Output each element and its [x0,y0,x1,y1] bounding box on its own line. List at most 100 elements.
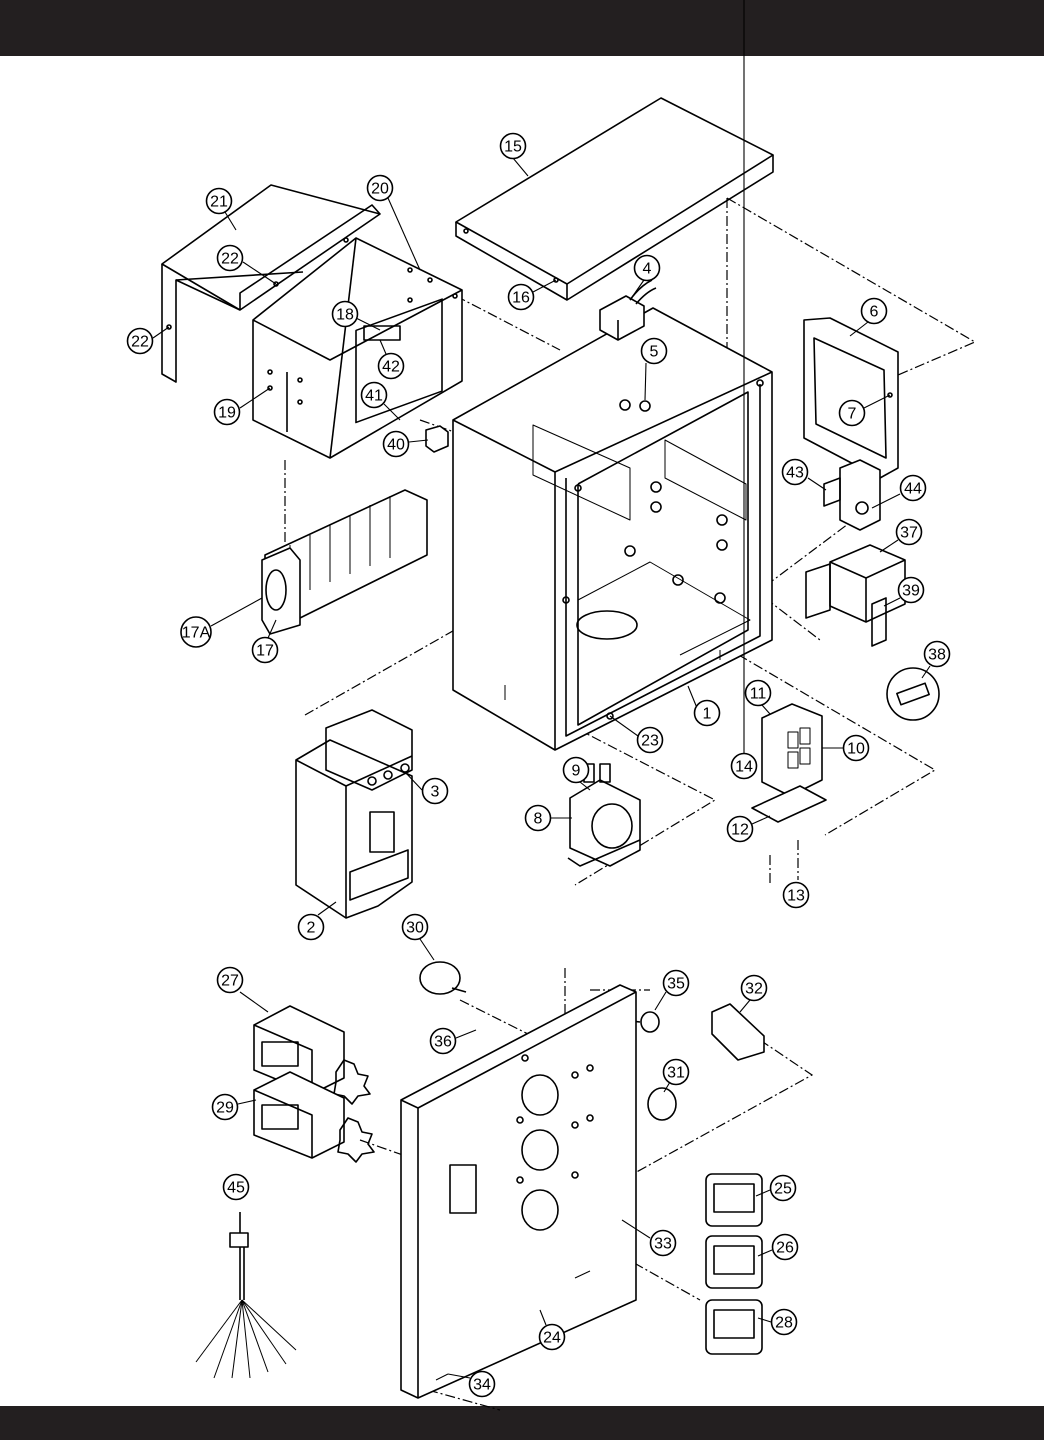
callout-24: 24 [538,1323,566,1351]
callout-label: 2 [307,920,316,937]
callout-label: 11 [750,686,767,703]
callout-37: 37 [895,518,923,546]
callout-circle [216,244,244,272]
callout-21: 21 [205,187,233,215]
callout-8: 8 [524,804,552,832]
callout-14: 14 [730,752,758,780]
rotary-switch [261,489,428,635]
callout-42: 42 [377,352,405,380]
callout-33: 33 [649,1229,677,1257]
callout-circle [297,913,325,941]
callout-label: 19 [218,405,236,422]
callout-25: 25 [769,1174,797,1202]
callout-label: 32 [745,981,763,998]
callout-circle [524,804,552,832]
callout-circle [923,640,951,668]
callout-label: 22 [221,251,239,268]
front-panel [400,984,637,1399]
callout-circle [377,352,405,380]
callout-circle [205,187,233,215]
callout-41: 41 [360,381,388,409]
callout-circle [730,752,758,780]
callout-circle [421,777,449,805]
rear-frame [803,317,899,479]
callout-label: 37 [900,525,918,542]
wire-harness [195,1212,297,1379]
callout-29: 29 [211,1093,239,1121]
callout-circle [838,399,866,427]
callout-circle [222,1173,250,1201]
callout-circle [633,254,661,282]
meter-26 [705,1235,763,1289]
callout-circle [693,699,721,727]
callout-30: 30 [401,913,429,941]
callout-43: 43 [781,458,809,486]
callout-label: 4 [643,261,652,278]
callout-1: 1 [693,699,721,727]
counter-upper [253,1005,371,1105]
meter-25 [705,1173,763,1227]
callout-18: 18 [331,300,359,328]
callout-circle [382,430,410,458]
callout-label: 41 [365,388,383,405]
angle-bracket [711,1003,765,1061]
callout-3: 3 [421,777,449,805]
callout-label: 20 [371,181,389,198]
callout-32: 32 [740,974,768,1002]
header-bar [0,0,1044,56]
callout-label: 12 [731,822,749,839]
callout-label: 6 [870,304,879,321]
callout-28: 28 [770,1308,798,1336]
callout-15: 15 [499,132,527,160]
meter-28 [705,1299,763,1355]
callout-circle [507,283,535,311]
callout-label: 30 [406,920,424,937]
callout-label: 24 [543,1330,561,1347]
callout-circle [401,913,429,941]
callout-circle [126,327,154,355]
callout-4: 4 [633,254,661,282]
callout-11: 11 [744,679,772,707]
callout-label: 45 [227,1180,245,1197]
callout-34: 34 [468,1370,496,1398]
callout-label: 25 [774,1181,792,1198]
callout-label: 38 [928,647,946,664]
callout-label: 34 [473,1377,491,1394]
callout-circle [744,679,772,707]
callout-circle [468,1370,496,1398]
current-transformer [567,763,641,867]
reactor [805,544,906,647]
callout-40: 40 [382,430,410,458]
circuit-breaker [295,709,413,919]
callout-5: 5 [640,337,668,365]
callout-circle [180,616,212,648]
callout-circle [331,300,359,328]
mount-bracket [823,459,881,531]
callout-circle [860,297,888,325]
callout-circle [216,966,244,994]
callout-7: 7 [838,399,866,427]
relay [599,279,657,341]
callout-2: 2 [297,913,325,941]
callout-label: 16 [512,290,530,307]
callout-13: 13 [782,881,810,909]
callout-label: 36 [434,1034,452,1051]
callout-45: 45 [222,1173,250,1201]
callout-label: 29 [216,1100,234,1117]
callout-circle [662,1058,690,1086]
cable-clip [425,425,449,453]
terminal-cover [161,184,381,383]
callout-label: 18 [336,307,354,324]
callout-circle [213,398,241,426]
callout-label: 9 [572,763,581,780]
callout-label: 8 [534,811,543,828]
callout-label: 43 [786,465,804,482]
dial [647,1087,677,1121]
callout-38: 38 [923,640,951,668]
callout-label: 13 [787,888,805,905]
callout-circle [211,1093,239,1121]
callout-circle [429,1027,457,1055]
main-cabinet [452,307,773,751]
callout-27: 27 [216,966,244,994]
